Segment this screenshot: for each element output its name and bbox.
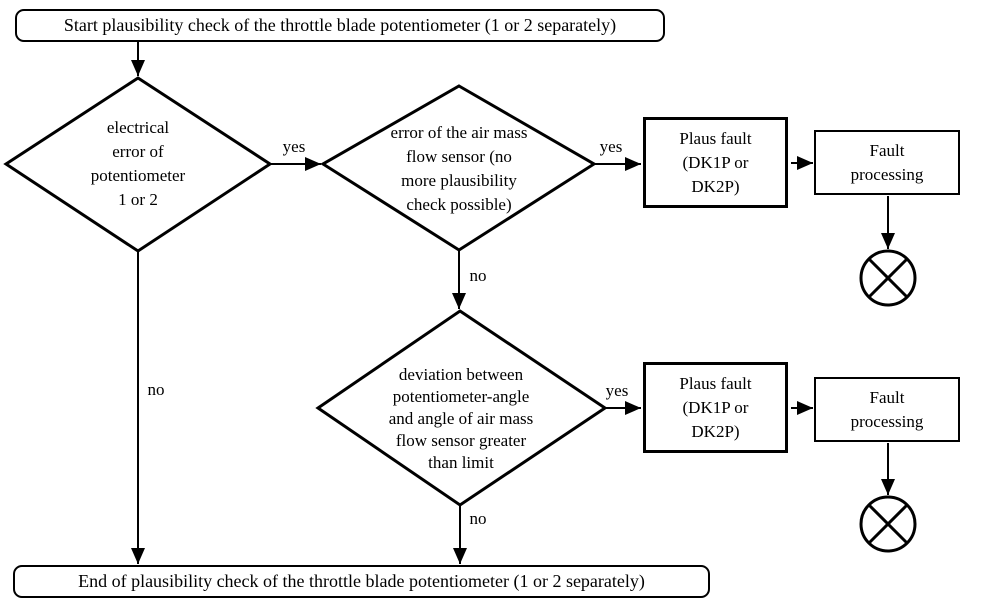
start-node: Start plausibility check of the throttle… bbox=[15, 9, 665, 42]
plaus-fault-node-1: Plaus fault (DK1P or DK2P) bbox=[643, 117, 788, 208]
edge-label-air-mass-yes: yes bbox=[599, 137, 623, 156]
edge-label-air-mass-no: no bbox=[469, 266, 487, 285]
end-node: End of plausibility check of the throttl… bbox=[13, 565, 710, 598]
fault-processing-node-2: Fault processing bbox=[814, 377, 960, 442]
plaus-fault-node-2: Plaus fault (DK1P or DK2P) bbox=[643, 362, 788, 453]
connector-lines bbox=[131, 42, 895, 564]
decision-diamonds bbox=[3, 76, 608, 507]
edge-label-electrical-no: no bbox=[147, 380, 165, 399]
decision-deviation-label: deviation between potentiometer-angle an… bbox=[388, 365, 534, 472]
edge-label-deviation-yes: yes bbox=[605, 381, 629, 400]
fault-processing-node-1: Fault processing bbox=[814, 130, 960, 195]
decision-diamond-air-mass bbox=[320, 84, 597, 252]
edge-label-deviation-no: no bbox=[469, 509, 487, 528]
decision-air-mass-label: error of the air mass flow sensor (no mo… bbox=[390, 123, 528, 214]
crossed-circle-icon-2 bbox=[859, 495, 917, 553]
decision-electrical-label: electrical error of potentiometer 1 or 2 bbox=[90, 118, 186, 209]
decision-diamond-electrical bbox=[3, 76, 273, 253]
decision-diamond-deviation bbox=[315, 309, 608, 507]
edge-label-electrical-yes: yes bbox=[282, 137, 306, 156]
crossed-circle-icon-1 bbox=[859, 249, 917, 307]
